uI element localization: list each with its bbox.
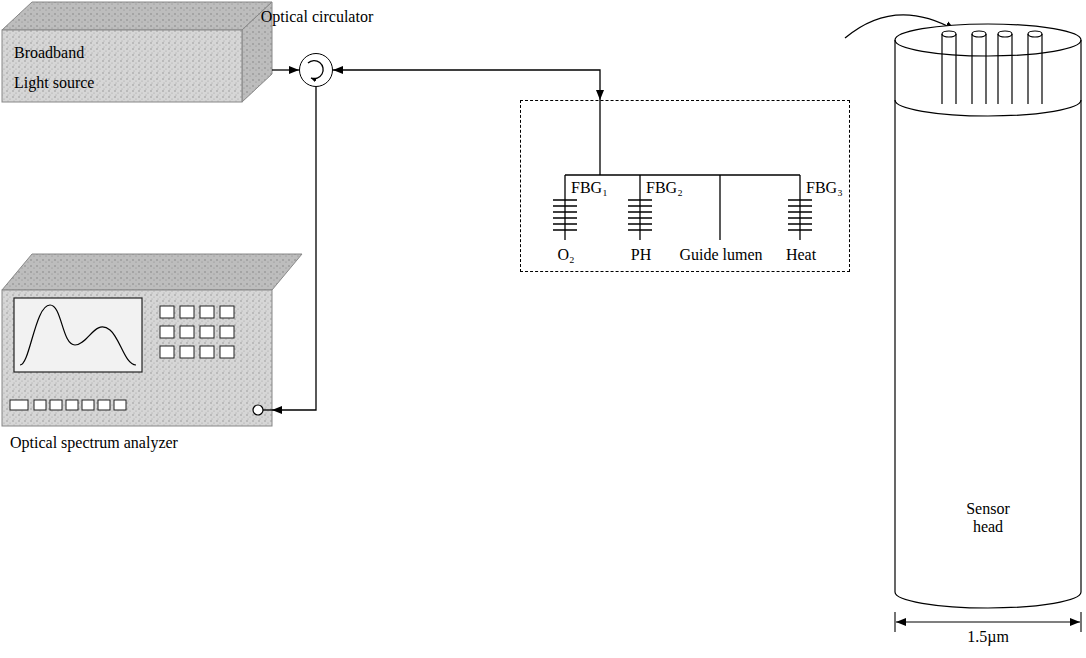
button [66, 400, 78, 410]
analyzer-buttons [10, 306, 234, 410]
analyzer-front-panel [2, 290, 272, 426]
button [10, 400, 28, 410]
cylinder-side [894, 40, 895, 592]
button [220, 326, 234, 338]
spectrum-trace [20, 305, 136, 365]
button [220, 346, 234, 358]
source-label: Broadband Light source [14, 38, 114, 98]
box-top-face [2, 2, 272, 30]
tube-cap [998, 31, 1012, 37]
circulator-circle: Optical circulator [299, 53, 333, 87]
feed-fiber [599, 100, 600, 175]
fbg-sensor-group: FBG₁ FBG₂ FBG₃ O₂ PH Guide lumen Heat [520, 100, 850, 272]
cylinder-ring [895, 100, 1081, 116]
button [82, 400, 94, 410]
tube-cap [942, 31, 956, 37]
cylinder-top [895, 24, 1081, 56]
bragg-gratings [553, 200, 812, 230]
lumen-tubes [942, 31, 1042, 104]
button [34, 400, 46, 410]
fiber-connector [272, 69, 299, 70]
button [200, 326, 214, 338]
input-port [253, 405, 263, 415]
button [200, 306, 214, 318]
button [98, 400, 110, 410]
grating-label: FBG₂ [646, 179, 683, 197]
fiber-connector [272, 87, 316, 410]
fiber-network [565, 100, 800, 240]
button [180, 326, 194, 338]
button [160, 306, 174, 318]
spectrum-analyzer-drawing [2, 254, 302, 426]
circulator-label: Optical circulator [261, 8, 373, 26]
grating [788, 200, 812, 230]
dimension-arrow [896, 621, 1080, 622]
box-front-face [2, 30, 242, 102]
light-source-box: Broadband Light source [2, 30, 272, 102]
circulator-arrow-symbol [308, 61, 323, 79]
cylinder-bottom [895, 592, 1081, 608]
fiber-bus [565, 174, 800, 175]
light-source-drawing [2, 2, 272, 102]
grating-label: FBG₃ [806, 179, 843, 197]
tube-wall [1041, 34, 1042, 104]
cylinder-side [1080, 40, 1081, 592]
analyzer-top-face [2, 254, 302, 290]
button [200, 346, 214, 358]
sensor-head: Sensor head [895, 22, 1081, 612]
tube-wall [1027, 34, 1028, 104]
button [160, 346, 174, 358]
analyzer-label: Optical spectrum analyzer [10, 434, 178, 452]
button [160, 326, 174, 338]
sensor-cylinder [895, 24, 1081, 608]
grating-label: FBG₁ [571, 179, 608, 197]
channel-label: Guide lumen [679, 246, 762, 264]
channel-label: Heat [786, 246, 816, 264]
button [114, 400, 126, 410]
tube-wall [1011, 34, 1012, 104]
tube-wall [985, 34, 986, 104]
dimension-tick [1080, 612, 1081, 632]
sensor-label: Sensor head [953, 500, 1023, 537]
fiber [719, 175, 720, 240]
button [180, 346, 194, 358]
button [180, 306, 194, 318]
channel-label: O₂ [557, 246, 574, 264]
port-fiber [263, 409, 272, 410]
dimension-tick [894, 612, 895, 632]
fiber-connector [333, 70, 600, 100]
tube-wall [997, 34, 998, 104]
spectrum-analyzer: Optical spectrum analyzer [2, 290, 272, 426]
tube-cap [972, 31, 986, 37]
analyzer-screen [14, 298, 142, 372]
channel-label: PH [631, 246, 651, 264]
dimension-label: 1.5µm [965, 628, 1011, 646]
tube-cap [1028, 31, 1042, 37]
grating [628, 200, 652, 230]
grating [553, 200, 577, 230]
tube-wall [955, 34, 956, 104]
button [220, 306, 234, 318]
tube-wall [971, 34, 972, 104]
button [50, 400, 62, 410]
tube-wall [941, 34, 942, 104]
